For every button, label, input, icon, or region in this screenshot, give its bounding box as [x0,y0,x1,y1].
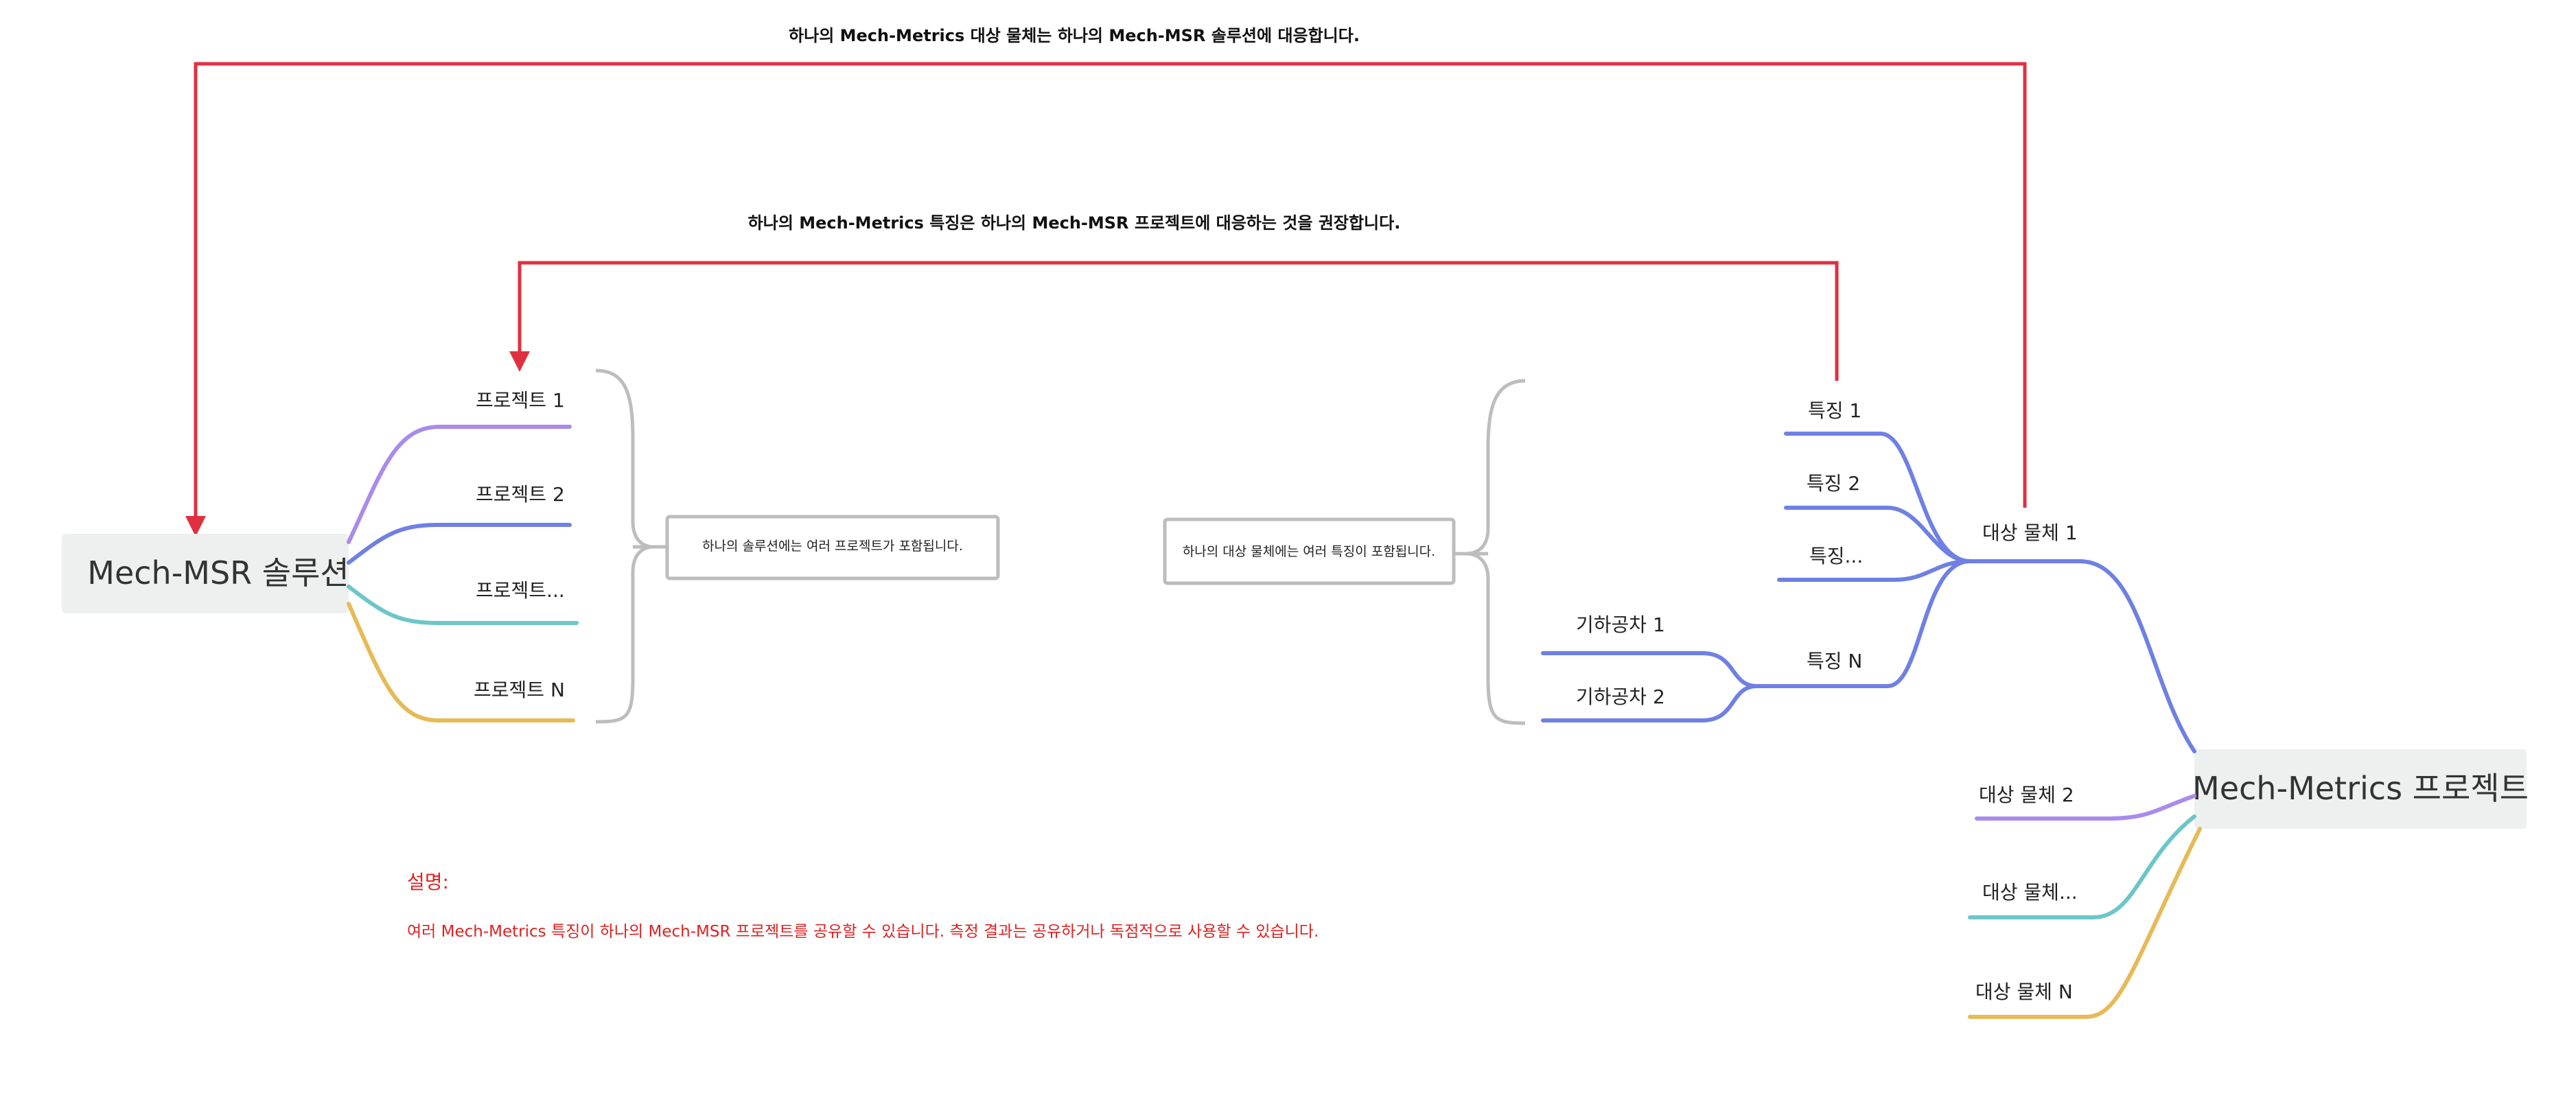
node-project-etc[interactable]: 프로젝트... [476,579,565,602]
mapping-arrow-feature-to-project [518,261,1839,381]
explanation-title: 설명: [407,871,449,893]
node-object-1[interactable]: 대상 물체 1 [1982,521,2078,544]
node-feature-etc[interactable]: 특징... [1809,545,1863,567]
mapping-arrowhead-project [509,351,530,372]
root-label-metrics-project: Mech-Metrics 프로젝트 [2192,770,2529,807]
node-feature-n[interactable]: 특징 N [1807,650,1862,672]
branch-feature-etc [1777,559,1972,582]
branch-project-n [347,602,575,722]
branch-feature-2 [1784,506,1972,563]
node-object-n[interactable]: 대상 물체 N [1975,980,2073,1003]
top-note-object-solution: 하나의 Mech-Metrics 대상 물체는 하나의 Mech-MSR 솔루션… [789,26,1360,45]
branch-object-etc [1968,814,2196,919]
top-note-feature-project: 하나의 Mech-Metrics 특징은 하나의 Mech-MSR 프로젝트에 … [748,213,1401,233]
node-project-1[interactable]: 프로젝트 1 [476,389,565,412]
branch-project-1 [347,425,572,544]
branch-tolerance-1 [1541,651,1759,688]
branch-object-2 [1975,794,2196,821]
node-project-2[interactable]: 프로젝트 2 [476,483,565,506]
branch-feature-n [1755,559,1972,688]
summary-text-projects: 하나의 솔루션에는 여러 프로젝트가 포함됩니다. [702,539,963,554]
node-tolerance-2[interactable]: 기하공차 2 [1576,685,1665,708]
branch-object-1 [1968,559,2196,753]
node-feature-2[interactable]: 특징 2 [1807,472,1860,495]
mapping-arrow-object-to-solution [194,62,2027,521]
explanation-body: 여러 Mech-Metrics 특징이 하나의 Mech-MSR 프로젝트를 공… [407,923,1319,941]
root-label-solution: Mech-MSR 솔루션 [87,554,349,591]
summary-box-projects[interactable] [665,515,1000,580]
root-node-solution[interactable] [62,534,349,613]
root-node-metrics-project[interactable] [2194,749,2527,829]
branch-feature-1 [1784,432,1972,563]
summary-text-features: 하나의 대상 물체에는 여러 특징이 포함됩니다. [1183,544,1435,559]
branch-tolerance-2 [1541,684,1759,722]
node-object-2[interactable]: 대상 물체 2 [1979,784,2074,806]
node-project-n[interactable]: 프로젝트 N [474,679,565,701]
node-feature-1[interactable]: 특징 1 [1808,399,1861,422]
branch-project-2 [347,523,572,565]
mapping-arrowhead-solution [185,516,206,537]
summary-box-features[interactable] [1163,517,1456,585]
branch-project-etc [347,585,579,625]
node-tolerance-1[interactable]: 기하공차 1 [1576,613,1665,636]
node-object-etc[interactable]: 대상 물체... [1982,881,2078,904]
branch-object-n [1968,827,2202,1019]
